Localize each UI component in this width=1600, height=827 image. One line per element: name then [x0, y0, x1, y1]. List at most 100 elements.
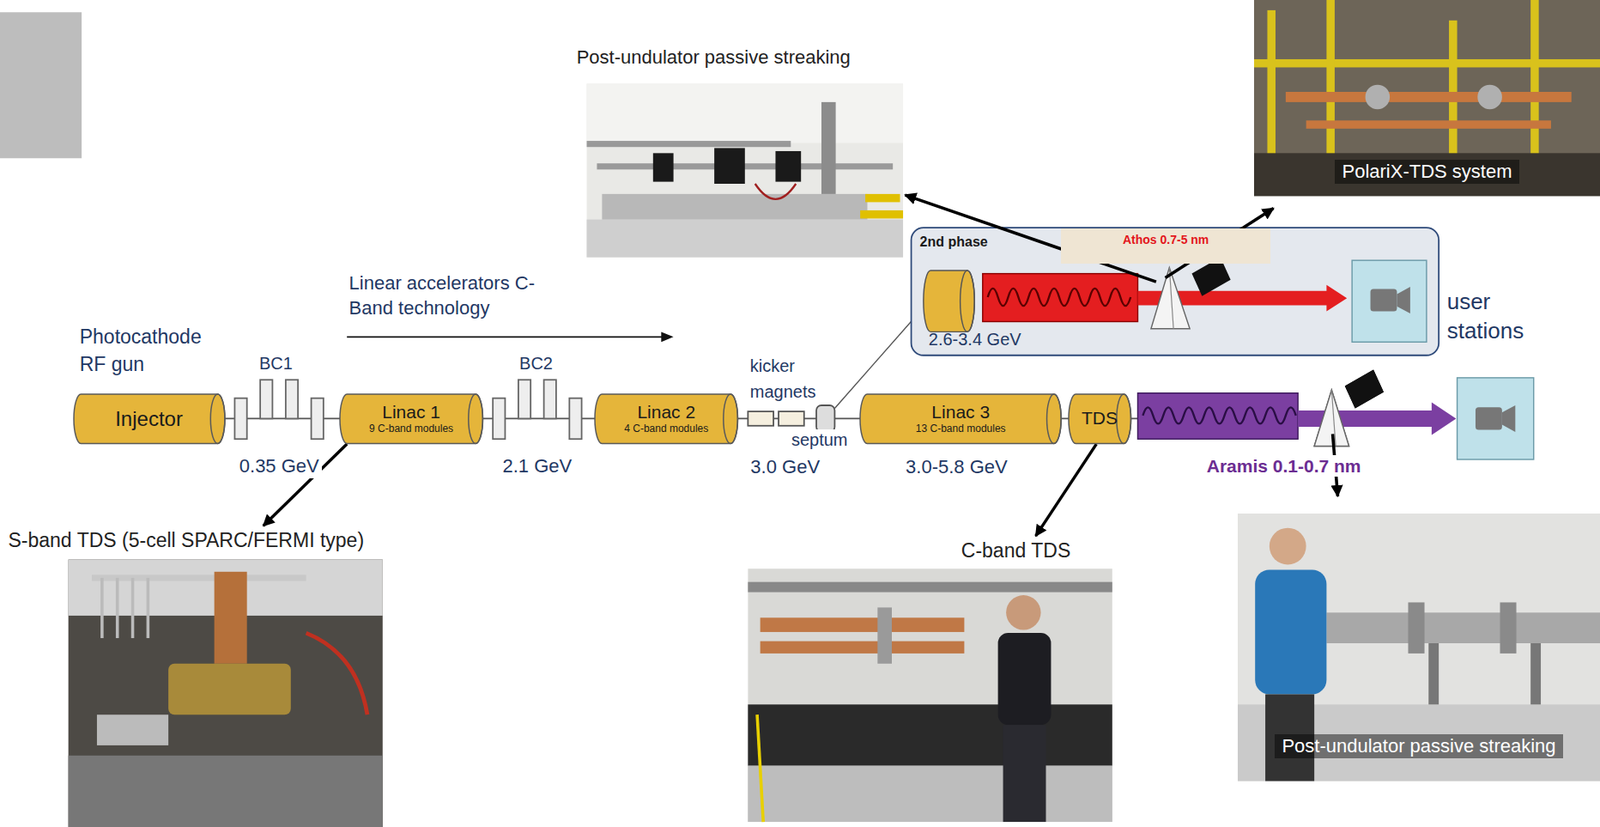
cylinder-body: [860, 393, 1061, 443]
photo-sband: [131, 577, 135, 638]
label-anchor: BC2: [519, 352, 553, 374]
athos-linac: [923, 270, 975, 332]
leader-arrow: [904, 194, 1338, 497]
photo-overlay-text: PolariX-TDS system: [1334, 159, 1519, 184]
athos-linac: [923, 270, 975, 332]
photo-streaking-bottom: [1530, 642, 1541, 704]
photo-streaking-bottom: [1326, 612, 1600, 643]
photo-polarix: [1266, 10, 1276, 164]
photo-cband: [747, 765, 1112, 822]
chicane-label: BC2: [519, 352, 553, 374]
septum-magnet: [816, 405, 835, 432]
phase-panel: [911, 227, 1440, 356]
prism-redraw: [1345, 369, 1384, 408]
cylinder-end: [1116, 393, 1132, 443]
photo-streaking-top: [587, 83, 904, 257]
beamline-name: Athos 0.7-5 nm: [1060, 232, 1271, 248]
photo-polarix: [1285, 91, 1572, 103]
cylinder-body: [73, 393, 225, 443]
module-count: 4 C-band modules: [624, 423, 709, 436]
chicane-magnet: [544, 379, 557, 419]
photo-polarix: [1530, 0, 1540, 164]
photo-streaking-top: [775, 151, 801, 182]
section-heading: Linear accelerators C-Band technology: [349, 271, 556, 321]
photo-sband: [91, 574, 307, 581]
photo-sband: [100, 577, 104, 638]
label-anchor: 0.35 GeV: [236, 454, 322, 478]
module-count: 13 C-band modules: [915, 423, 1007, 436]
photo-cband: [747, 568, 1112, 822]
direction-arrow: [346, 335, 664, 338]
beamline-band: Athos 0.7-5 nm: [1060, 228, 1271, 263]
photo-polarix: [1326, 0, 1335, 164]
photo-streaking-top: [587, 140, 792, 147]
photo-sband: [306, 632, 368, 715]
component-label: septum: [788, 429, 851, 450]
aramis-undulator: [1142, 406, 1296, 424]
energy-label: 2.6-3.4 GeV: [928, 328, 1022, 350]
linac-cylinder: Linac 313 C-band modules: [860, 393, 1061, 444]
component-label: Photocathode RF gun: [79, 322, 218, 378]
user-station: [1351, 260, 1427, 342]
user-station: [1396, 286, 1410, 314]
photo-polarix: [1254, 152, 1600, 196]
photo-callout: PolariX-TDS system: [1254, 0, 1600, 196]
septum-magnet: [816, 405, 835, 432]
detector-camera: [1345, 369, 1384, 408]
photo-polarix: [1365, 84, 1391, 110]
photo-cband: [757, 714, 764, 822]
linac-cylinder: Linac 24 C-band modules: [594, 393, 738, 444]
injector-cylinder: Injector: [73, 393, 225, 444]
photo-polarix: [1254, 59, 1600, 68]
label-anchor: kicker magnets: [750, 352, 830, 405]
photo-cband: [760, 641, 965, 654]
user-station: [1351, 260, 1534, 460]
component-label: kicker magnets: [750, 352, 830, 405]
photo-sband: [214, 571, 248, 664]
photo-callout: C-band TDS: [747, 535, 1112, 822]
chicane-magnet: [518, 379, 531, 419]
photo-streaking-top: [860, 210, 904, 219]
photo-streaking-top: [587, 219, 904, 258]
photo-cband: [747, 703, 1112, 765]
energy-label: 3.0 GeV: [747, 455, 823, 479]
photo-caption: S-band TDS (5-cell SPARC/FERMI type): [8, 525, 365, 552]
photo-sband: [68, 559, 383, 827]
photo-streaking-bottom: [1254, 569, 1327, 694]
aramis-undulator: [1137, 393, 1298, 440]
corner-block: [0, 12, 82, 158]
chicane-magnet: [569, 398, 582, 440]
cylinder-end: [723, 393, 739, 443]
label-anchor: septum: [788, 429, 851, 450]
cylinder-body: [339, 393, 483, 443]
photo-cband: [1003, 724, 1047, 822]
section-name: Linac 1: [381, 401, 441, 423]
photo-cband: [877, 606, 892, 663]
kicker-magnet: [747, 411, 774, 426]
pointer-arrow: [1036, 443, 1097, 536]
cylinder-end: [1047, 393, 1062, 443]
photo-overlay-text: Post-undulator passive streaking: [1274, 733, 1563, 758]
photo-streaking-bottom: [1408, 601, 1425, 653]
photo-streaking-top: [821, 102, 837, 194]
athos-undulator: [987, 288, 1131, 306]
aramis-undulator: [1137, 393, 1456, 440]
photo-streaking-top: [601, 193, 867, 220]
streaker-prism: [1151, 266, 1190, 328]
chicane-magnet: [234, 379, 582, 439]
chicane-magnet: [234, 398, 247, 440]
label-anchor: user stations: [1447, 287, 1551, 346]
kicker-magnet: [778, 411, 805, 426]
photo-polarix: [1254, 0, 1600, 196]
energy-label: 3.0-5.8 GeV: [903, 455, 1011, 479]
prism-redraw: [1314, 369, 1384, 446]
photo-caption: Post-undulator passive streaking: [576, 42, 851, 68]
photo-streaking-bottom: [1500, 601, 1517, 653]
photo-streaking-top: [865, 193, 900, 203]
photo-sband: [96, 714, 169, 746]
photo-sband: [68, 559, 383, 827]
label-anchor: Photocathode RF gun: [79, 322, 218, 378]
chicane-magnet: [311, 398, 324, 440]
